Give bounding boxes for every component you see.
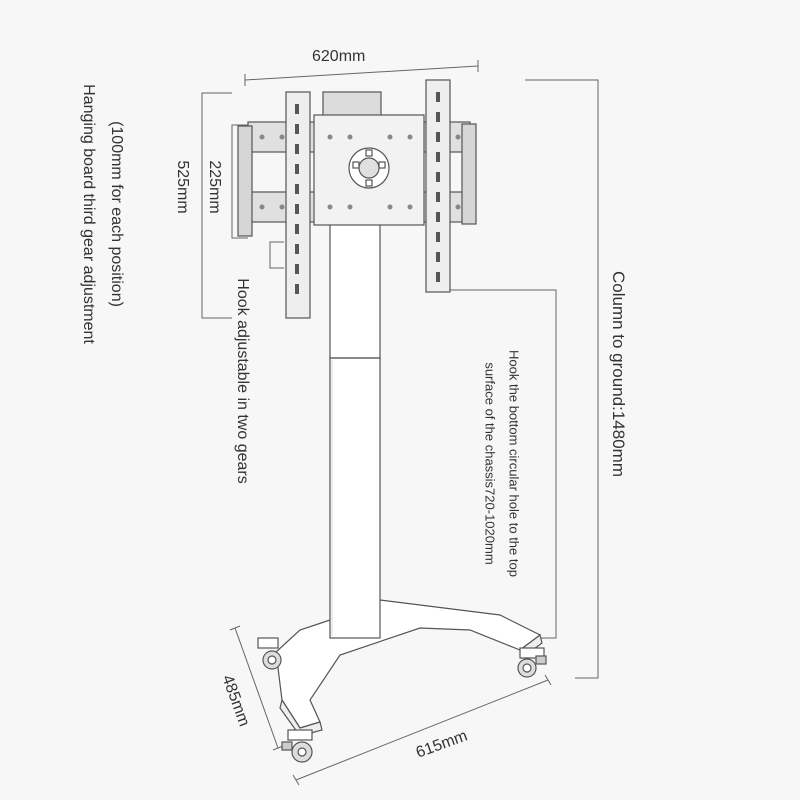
dim-225-label: 225mm (206, 160, 223, 214)
rail-slots (295, 92, 440, 294)
caster-front-left (257, 637, 282, 670)
column-height-label: Column to ground:1480mm (609, 270, 628, 477)
caster-wheels (257, 637, 547, 763)
mount-bracket (237, 79, 477, 319)
dimension-lines (201, 60, 599, 786)
width-label: 620mm (312, 48, 366, 65)
hanging-note-line2: (100mm for each position) (108, 121, 125, 307)
hanging-note-line1: Hanging board third gear adjustment (80, 84, 97, 344)
hook-gears-label: Hook adjustable in two gears (234, 278, 251, 484)
caster-right (517, 647, 547, 678)
hook-range-line2: surface of the chassis720-1020mm (482, 362, 498, 565)
caster-front (281, 729, 313, 763)
dim-525-label: 525mm (174, 160, 191, 214)
hook-range-line1: Hook the bottom circular hole to the top (506, 350, 522, 577)
base-chassis (275, 599, 543, 737)
crossbar-holes (259, 134, 461, 210)
